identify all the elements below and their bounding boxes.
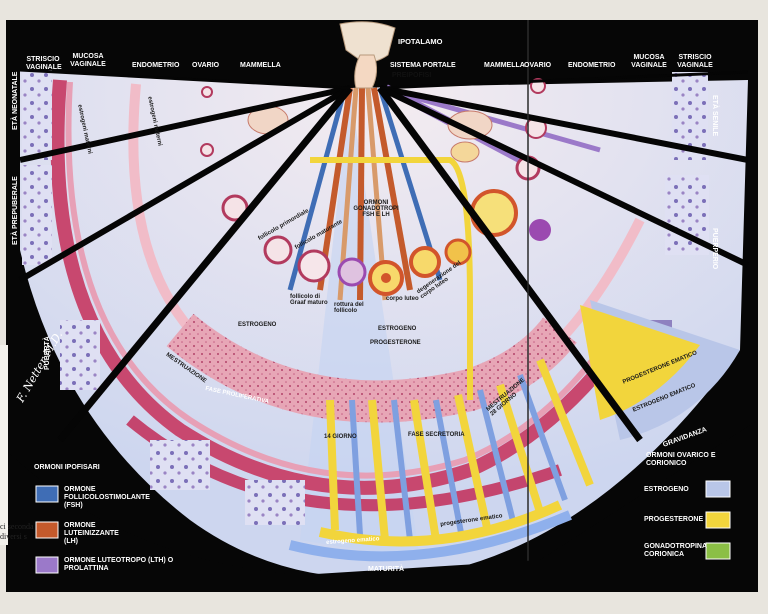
col-endometrium-right: ENDOMETRIO bbox=[568, 62, 616, 69]
label-secretory-phase: FASE SECRETORIA bbox=[408, 432, 465, 438]
smear-neonatal bbox=[22, 70, 52, 160]
legend-estrogen-label: ESTROGENO bbox=[644, 486, 689, 493]
label-progesterone: PROGESTERONE bbox=[370, 340, 421, 346]
smear-puberty bbox=[60, 320, 100, 390]
label-estrogen-2: ESTROGENO bbox=[378, 326, 417, 332]
mammary-lobule bbox=[450, 141, 480, 163]
estrogen-blood-band bbox=[288, 510, 572, 562]
col-ovary-left: OVARIO bbox=[192, 62, 220, 69]
pituitary bbox=[354, 54, 378, 89]
col-breast-left: MAMMELLA bbox=[240, 62, 281, 69]
label-graaf-follicle: follicolo di Graaf maturo bbox=[290, 294, 328, 306]
label-neonatal: ETÀ NEONATALE bbox=[12, 71, 19, 130]
smear-maturity-2 bbox=[245, 480, 305, 525]
pregnancy-progesterone-band bbox=[580, 305, 700, 420]
legend-progesterone-label: PROGESTERONE bbox=[644, 516, 704, 523]
col-smear-right: STRISCIO VAGINALE bbox=[677, 54, 713, 69]
col-mucosa-left: MUCOSA VAGINALE bbox=[70, 53, 106, 68]
mammary-gland-right bbox=[447, 110, 493, 140]
progesterone-blood-band bbox=[318, 500, 563, 547]
label-senile: ETÀ SENILE bbox=[711, 95, 718, 137]
legend-swatch-fsh bbox=[35, 485, 59, 503]
mucosa-ring-inner bbox=[65, 81, 618, 479]
legend-swatch-estrogen bbox=[705, 480, 731, 498]
smear-maturity-1 bbox=[150, 440, 210, 490]
label-follicle-rupture: rottura del follicolo bbox=[334, 302, 364, 314]
page-margin-text: ci seconda diversi s bbox=[0, 522, 34, 542]
label-estrogen-1: ESTROGENO bbox=[238, 322, 277, 328]
col-mucosa-right: MUCOSA VAGINALE bbox=[631, 54, 667, 69]
label-corpus-luteum: corpo luteo bbox=[386, 296, 419, 302]
label-prepuberal: ETÀ PREPUBERALE bbox=[12, 176, 19, 245]
page-margin-line-2: diversi s bbox=[0, 532, 27, 541]
col-breast-right: MAMMELLA bbox=[484, 62, 525, 69]
legend-fsh-label: ORMONE FOLLICOLOSTIMOLANTE (FSH) bbox=[64, 486, 150, 509]
label-maturity: MATURITÀ bbox=[368, 566, 405, 573]
col-endometrium-left: ENDOMETRIO bbox=[132, 62, 180, 69]
legend-hcg-label: GONADOTROPINA CORIONICA bbox=[644, 543, 707, 558]
legend-left-heading: ORMONI IPOFISARI bbox=[34, 464, 100, 471]
legend-lth-label: ORMONE LUTEOTROPO (LTH) O PROLATTINA bbox=[64, 557, 174, 572]
legend-swatch-lh bbox=[35, 521, 59, 539]
label-puerperium: PUERPERIO bbox=[711, 228, 718, 270]
col-ovary-right: OVARIO bbox=[524, 62, 552, 69]
smear-prepuberal bbox=[22, 165, 52, 265]
col-portal-system: SISTEMA PORTALE bbox=[390, 62, 456, 69]
legend-right-heading: ORMONI OVARICO E CORIONICO bbox=[646, 452, 716, 467]
col-smear-left: STRISCIO VAGINALE bbox=[26, 56, 62, 71]
divider-spokes bbox=[18, 68, 750, 443]
hypothalamus-label: IPOTALAMO bbox=[398, 37, 443, 46]
legend-swatch-lth bbox=[35, 556, 59, 574]
legend-lh-label: ORMONE LUTEINIZZANTE (LH) bbox=[64, 522, 119, 545]
preipofisi-label: PREIPOFISI bbox=[392, 72, 432, 79]
legend-swatch-progesterone bbox=[705, 511, 731, 529]
legend-swatch-hcg bbox=[705, 542, 731, 560]
page-margin-line-1: ci seconda bbox=[0, 522, 34, 531]
endometrium-proliferative bbox=[166, 313, 577, 423]
lower-black-area bbox=[6, 420, 758, 592]
label-gonadotropins: ORMONI GONADOTROPI FSH E LH bbox=[353, 200, 399, 218]
page-edge bbox=[0, 345, 8, 545]
label-day-14: 14 GIORNO bbox=[324, 434, 357, 440]
